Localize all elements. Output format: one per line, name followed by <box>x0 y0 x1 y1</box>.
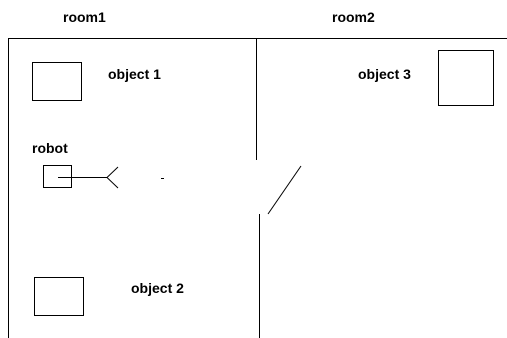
object-3-box <box>438 50 494 106</box>
door <box>267 165 302 215</box>
object-3-label: object 3 <box>358 66 411 82</box>
robot-label: robot <box>32 140 68 156</box>
room2-label: room2 <box>332 9 375 25</box>
object-2-label: object 2 <box>131 280 184 296</box>
object-1-box <box>32 62 82 101</box>
robot-sensor-icon <box>106 166 119 189</box>
object-2-box <box>34 277 84 316</box>
room1-label: room1 <box>63 9 106 25</box>
object-1-label: object 1 <box>108 66 161 82</box>
robot-body <box>43 165 72 188</box>
